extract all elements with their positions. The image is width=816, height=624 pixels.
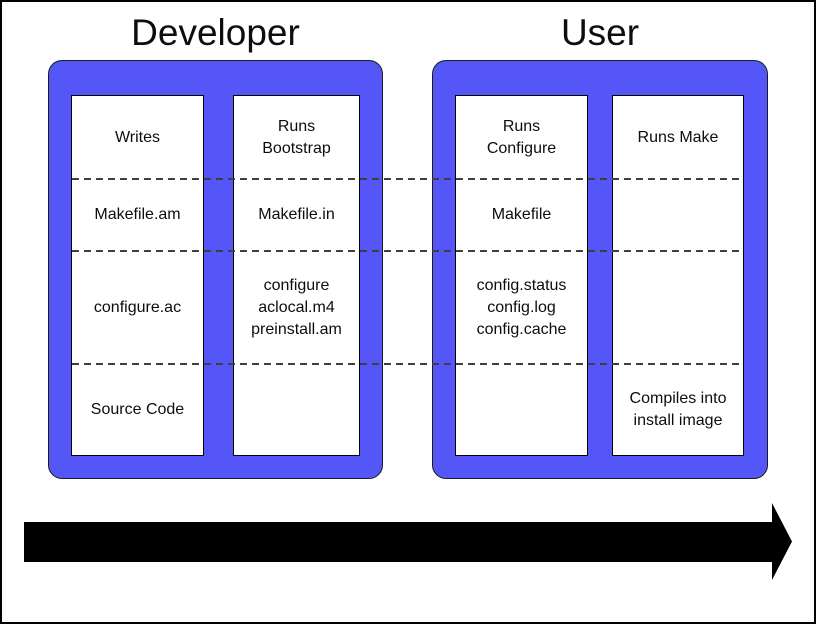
- cell-runs-bootstrap: Runs Bootstrap: [262, 117, 331, 157]
- cell-empty: [613, 179, 743, 251]
- cell-runs-make: Runs Make: [637, 128, 719, 146]
- cell-empty: [456, 364, 587, 455]
- row-divider-dashed-line: [72, 363, 744, 365]
- cell-compiles-into-install-image: Compiles into install image: [629, 389, 727, 429]
- cell-empty: [234, 364, 359, 455]
- cell-bootstrap-outputs: configure aclocal.m4 preinstall.am: [251, 276, 342, 338]
- timeline-arrow-icon: [24, 503, 792, 580]
- cell-makefile: Makefile: [491, 206, 552, 223]
- cell-makefile-in: Makefile.in: [258, 206, 335, 223]
- cell-empty: [613, 251, 743, 364]
- developer-title: Developer: [131, 12, 300, 53]
- cell-configure-ac: configure.ac: [93, 298, 182, 316]
- cell-source-code: Source Code: [90, 400, 185, 418]
- row-divider-dashed-line: [72, 178, 744, 180]
- cell-configure-outputs: config.status config.log config.cache: [476, 276, 567, 338]
- user-title: User: [560, 12, 640, 53]
- cell-runs-configure: Runs Configure: [486, 117, 557, 157]
- column-user-configure: Runs Configure Makefile config.status co…: [455, 95, 588, 456]
- column-developer-writes: Writes Makefile.am configure.ac Source C…: [71, 95, 204, 456]
- cell-makefile-am: Makefile.am: [94, 206, 181, 223]
- cell-writes: Writes: [114, 128, 161, 146]
- column-user-make: Runs Make Compiles into install image: [612, 95, 744, 456]
- row-divider-dashed-line: [72, 250, 744, 252]
- arrow-shape: [24, 503, 792, 580]
- column-developer-bootstrap: Runs Bootstrap Makefile.in configure acl…: [233, 95, 360, 456]
